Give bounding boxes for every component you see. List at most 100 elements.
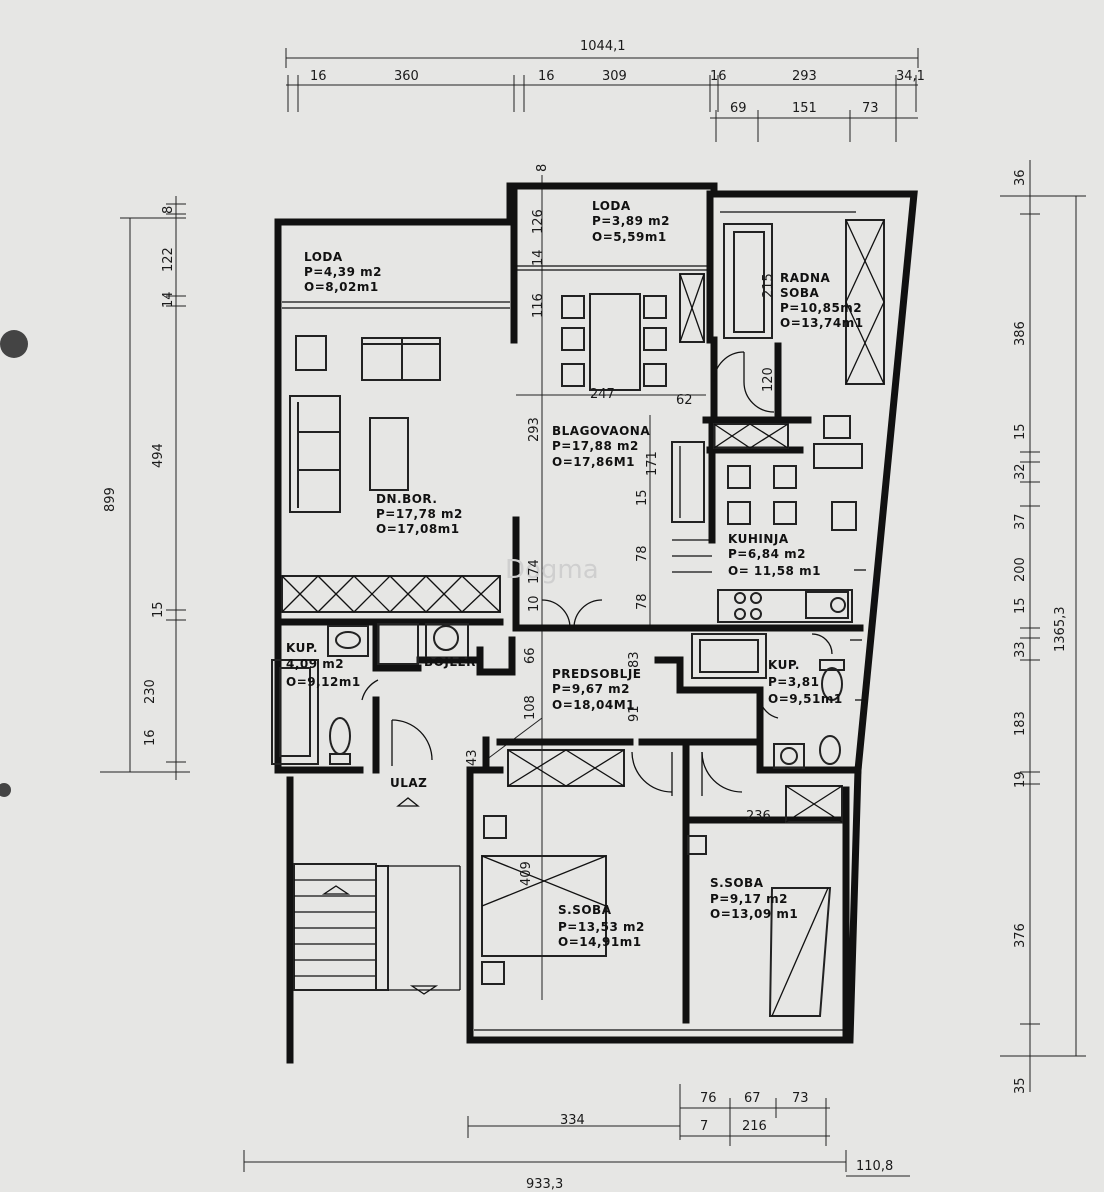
dim-bottom-sub-2: 67 [744,1091,761,1106]
dim-bottom-total: 933,3 [526,1177,563,1192]
dim-int-10: 10 [527,595,542,612]
dnevni-boravak-name: DN.BOR. [376,492,437,506]
dim-bottom-sub-3: 73 [792,1091,809,1106]
dim-right-2: 386 [1013,321,1028,346]
spavaca-soba-1-area: P=13,53 m2 [558,920,645,934]
dim-int-78a: 78 [635,545,650,562]
spavaca-soba-2-area: P=9,17 m2 [710,892,788,906]
dim-top-sub-2: 151 [792,101,817,116]
radna-soba-perimeter: O=13,74m1 [780,316,864,330]
dim-int-236: 236 [746,809,771,824]
loda-top-perimeter: O=5,59m1 [592,230,667,244]
kupaonica-left-perimeter: O=9,12m1 [286,675,361,689]
dim-left-7: 16 [143,729,158,746]
dim-int-293: 293 [527,417,542,442]
dim-int-62: 62 [676,393,693,408]
radna-soba-name: RADNA [780,271,831,285]
kuhinja-name: KUHINJA [728,532,789,546]
dim-int-66: 66 [523,647,538,664]
loda-left-perimeter: O=8,02m1 [304,280,379,294]
kupaonica-right-name: KUP. [768,658,800,672]
kuhinja-perimeter: O= 11,58 m1 [728,564,821,578]
dim-left-2: 122 [161,247,176,272]
binder-hole-top [0,330,28,358]
dim-top-5: 16 [710,69,727,84]
dim-int-43: 43 [465,749,480,766]
ulaz-label: ULAZ [390,776,427,790]
dim-right-6: 200 [1013,557,1028,582]
dim-int-83: 83 [627,651,642,668]
dim-left-3: 14 [161,291,176,308]
dim-int-247: 247 [590,387,615,402]
spavaca-soba-2-name: S.SOBA [710,876,764,890]
dim-bottom-sub-1: 76 [700,1091,717,1106]
kupaonica-left-name: KUP. [286,641,318,655]
dim-top-7: 34,1 [896,69,925,84]
dim-right-5: 37 [1013,513,1028,530]
dim-bottom-sub-5: 216 [742,1119,767,1134]
dim-left-1: 8 [161,206,176,214]
dim-left-6: 230 [143,679,158,704]
loda-left-area: P=4,39 m2 [304,265,382,279]
dim-left-5: 15 [151,601,166,618]
dim-right-1: 36 [1013,169,1028,186]
bojler-label: BOJLER [424,655,476,669]
dnevni-boravak-perimeter: O=17,08m1 [376,522,460,536]
radna-soba-name-2: SOBA [780,286,819,300]
kupaonica-left-area: 4,09 m2 [286,657,344,671]
dim-int-116: 116 [531,293,546,318]
dim-top-total: 1044,1 [580,39,626,54]
dim-bottom-extra: 110,8 [856,1159,893,1174]
room-labels: LODA P=4,39 m2 O=8,02m1 LODA P=3,89 m2 O… [286,199,864,949]
dim-int-215: 215 [761,273,776,298]
dim-int-174: 174 [527,559,542,584]
binder-hole-bottom [0,783,11,797]
dim-top-sub-1: 69 [730,101,747,116]
loda-top-area: P=3,89 m2 [592,214,670,228]
kupaonica-right-area: P=3,81 [768,675,819,689]
dim-right-11: 376 [1013,923,1028,948]
dim-right-9: 183 [1013,711,1028,736]
loda-left-name: LODA [304,250,343,264]
dim-right-12: 35 [1013,1077,1028,1094]
dim-right-3: 15 [1013,423,1028,440]
predsoblje-name: PREDSOBLJE [552,667,642,681]
doors [361,351,833,796]
dim-int-15: 15 [635,489,650,506]
window-marks [474,569,868,1031]
kupaonica-right-perimeter: O=9,51m1 [768,692,843,706]
dim-left-4: 494 [151,443,166,468]
dim-int-14: 14 [531,249,546,266]
dim-int-108: 108 [523,695,538,720]
dim-int-126: 126 [531,209,546,234]
dnevni-boravak-area: P=17,78 m2 [376,507,463,521]
loda-top-name: LODA [592,199,631,213]
blagovaona-perimeter: O=17,86M1 [552,455,635,469]
dim-int-120: 120 [761,367,776,392]
dim-right-4: 32 [1013,463,1028,480]
dim-int-91: 91 [627,705,642,722]
dim-top-2: 360 [394,69,419,84]
dim-int-8: 8 [535,164,550,172]
dim-top-6: 293 [792,69,817,84]
dim-right-7: 15 [1013,597,1028,614]
predsoblje-area: P=9,67 m2 [552,682,630,696]
dim-right-10: 19 [1013,771,1028,788]
spavaca-soba-2-perimeter: O=13,09 m1 [710,907,798,921]
blagovaona-name: BLAGOVAONA [552,424,650,438]
spavaca-soba-1-name: S.SOBA [558,903,612,917]
furniture [271,219,885,1017]
dimension-lines [100,48,1086,1177]
dim-right-total: 1365,3 [1053,607,1068,653]
dim-bottom-sub-4: 7 [700,1119,708,1134]
dim-bottom-mid: 334 [560,1113,585,1128]
watermark: Dogma [505,555,599,585]
dimension-labels: 1044,1 16 360 16 309 16 293 34,1 69 151 … [103,39,1068,1192]
dim-int-409: 409 [519,861,534,886]
dim-int-78b: 78 [635,593,650,610]
dim-int-171: 171 [645,451,660,476]
dim-left-total: 899 [103,487,118,512]
blagovaona-area: P=17,88 m2 [552,439,639,453]
radna-soba-area: P=10,85m2 [780,301,862,315]
